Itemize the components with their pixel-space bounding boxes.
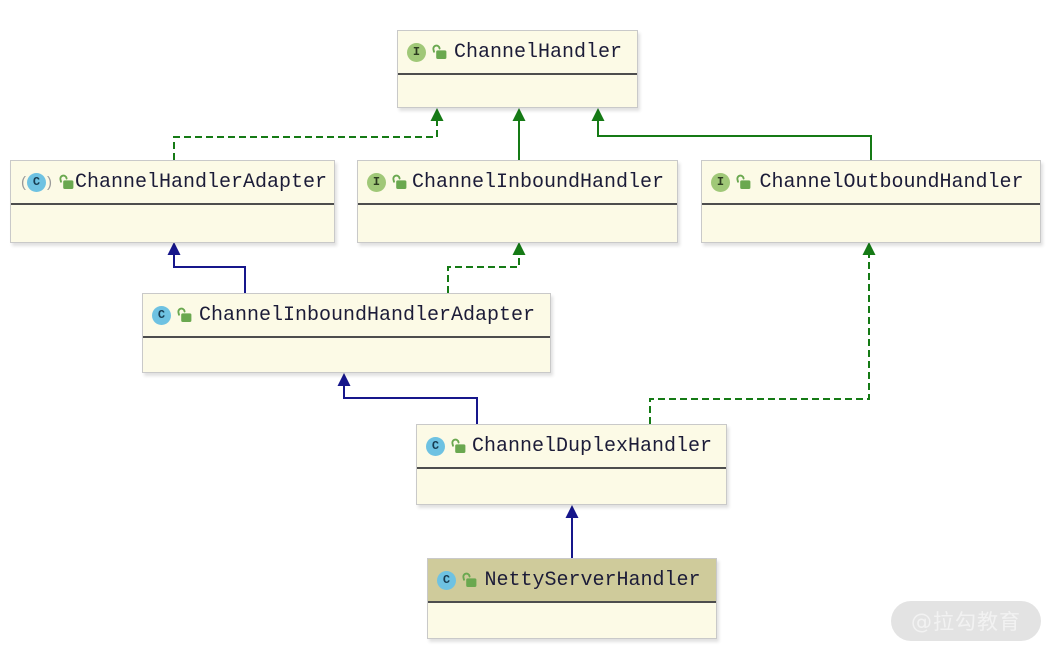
node-header: I ChannelOutboundHandler [702,161,1040,205]
edge-channelhandleradapter-implements-channelhandler [173,108,444,160]
abstract-paren: ) [47,173,52,191]
node-header: I ChannelHandler [398,31,637,75]
watermark-badge: @拉勾教育 [891,601,1041,641]
unlock-icon [177,307,192,322]
edge-channelduplexhandler-extends-channelinboundhandleradapter [337,373,478,424]
unlock-icon [451,438,466,453]
class-name: ChannelHandlerAdapter [75,170,328,194]
unlock-icon [59,174,74,189]
interface-icon: I [407,42,426,62]
class-name: ChannelDuplexHandler [471,434,713,458]
class-name: ChannelInboundHandler [411,170,665,194]
interface-icon: I [367,172,386,192]
abstract-paren: ( [21,173,26,191]
edge-channeloutboundhandler-extends-channelhandler [591,108,872,160]
class-node-channelinboundhandleradapter[interactable]: C ChannelInboundHandlerAdapter [142,293,551,373]
unlock-icon [392,174,407,189]
class-node-channelhandleradapter[interactable]: (C) ChannelHandlerAdapter [10,160,335,243]
class-name: ChannelHandler [453,40,623,64]
class-node-channeloutboundhandler[interactable]: I ChannelOutboundHandler [701,160,1041,243]
class-node-nettyserverhandler[interactable]: C NettyServerHandler [427,558,717,639]
class-name: NettyServerHandler [484,568,701,592]
edge-channelinboundhandleradapter-implements-channelinboundhandler [447,242,526,293]
interface-icon: I [711,172,730,192]
class-name: ChannelOutboundHandler [759,170,1024,194]
edge-channelinboundhandleradapter-extends-channelhandleradapter [167,242,246,293]
class-icon: C [426,436,445,456]
class-name: ChannelInboundHandlerAdapter [198,303,536,327]
unlock-icon [736,174,751,189]
unlock-icon [432,44,447,59]
class-icon: C [152,305,171,325]
abstract-class-icon: C [27,172,46,192]
node-header: I ChannelInboundHandler [358,161,677,205]
class-icon: C [437,570,456,590]
unlock-icon [462,572,477,587]
edge-nettyserverhandler-extends-channelduplexhandler [565,505,579,558]
edge-channelinboundhandler-extends-channelhandler [512,108,526,160]
class-node-channelinboundhandler[interactable]: I ChannelInboundHandler [357,160,678,243]
node-header: C ChannelDuplexHandler [417,425,726,469]
node-header: C ChannelInboundHandlerAdapter [143,294,550,338]
class-node-channelhandler[interactable]: I ChannelHandler [397,30,638,108]
node-header: C NettyServerHandler [428,559,716,603]
edge-channelduplexhandler-implements-channeloutboundhandler [649,242,876,424]
node-header: (C) ChannelHandlerAdapter [11,161,334,205]
class-node-channelduplexhandler[interactable]: C ChannelDuplexHandler [416,424,727,505]
